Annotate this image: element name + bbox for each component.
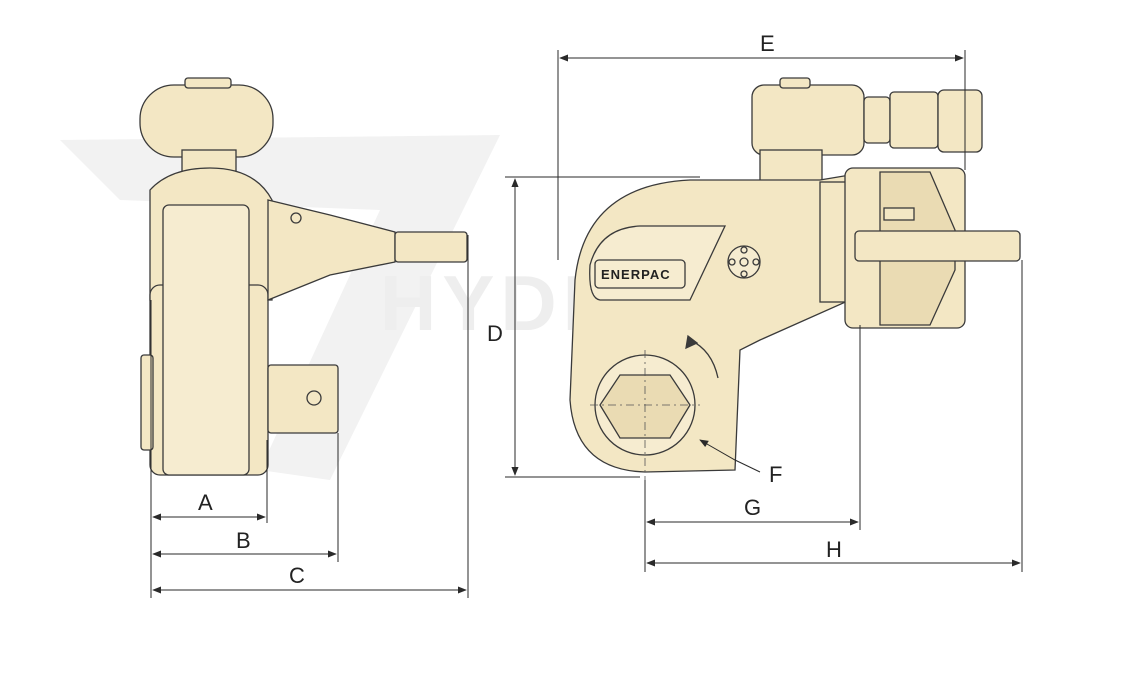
- swivel-block-top: [779, 77, 811, 89]
- square-drive: [267, 364, 339, 434]
- swivel-coupler: [937, 89, 983, 153]
- swivel-fitting-1: [863, 96, 891, 144]
- dimension-lines: [150, 50, 1023, 598]
- dim-label-b: B: [236, 528, 251, 553]
- port-hole-pattern-icon: [727, 245, 761, 279]
- cylinder-rod: [854, 230, 1021, 262]
- dim-label-d: D: [487, 321, 503, 346]
- reaction-arm-bar: [394, 231, 468, 263]
- dim-label-e: E: [760, 31, 775, 56]
- swivel-fitting-2: [889, 91, 939, 149]
- swivel-base: [759, 149, 823, 183]
- swivel-top: [139, 84, 274, 158]
- side-view: [139, 77, 468, 476]
- front-view: [569, 77, 1021, 473]
- side-body-left-pad: [140, 354, 154, 451]
- swivel-block: [751, 84, 865, 156]
- watermark-logo-shape: [60, 135, 500, 480]
- brand-logo: [594, 259, 686, 289]
- centerlines: [590, 350, 700, 480]
- reaction-arm: [267, 199, 396, 301]
- swivel-cap: [184, 77, 232, 89]
- dim-label-h: H: [826, 537, 842, 562]
- dim-leader-f: [699, 439, 761, 473]
- side-body-front-plate: [162, 204, 250, 476]
- dim-label-c: C: [289, 563, 305, 588]
- arm-bolt: [290, 212, 302, 224]
- dim-label-a: A: [198, 490, 213, 515]
- dim-label-f: F: [769, 462, 782, 487]
- square-drive-hole: [306, 390, 322, 406]
- dim-label-g: G: [744, 495, 761, 520]
- brand-logo-text: ENERPAC: [601, 267, 671, 282]
- rotation-arrow-head: [685, 334, 699, 350]
- cylinder-clip: [883, 207, 915, 221]
